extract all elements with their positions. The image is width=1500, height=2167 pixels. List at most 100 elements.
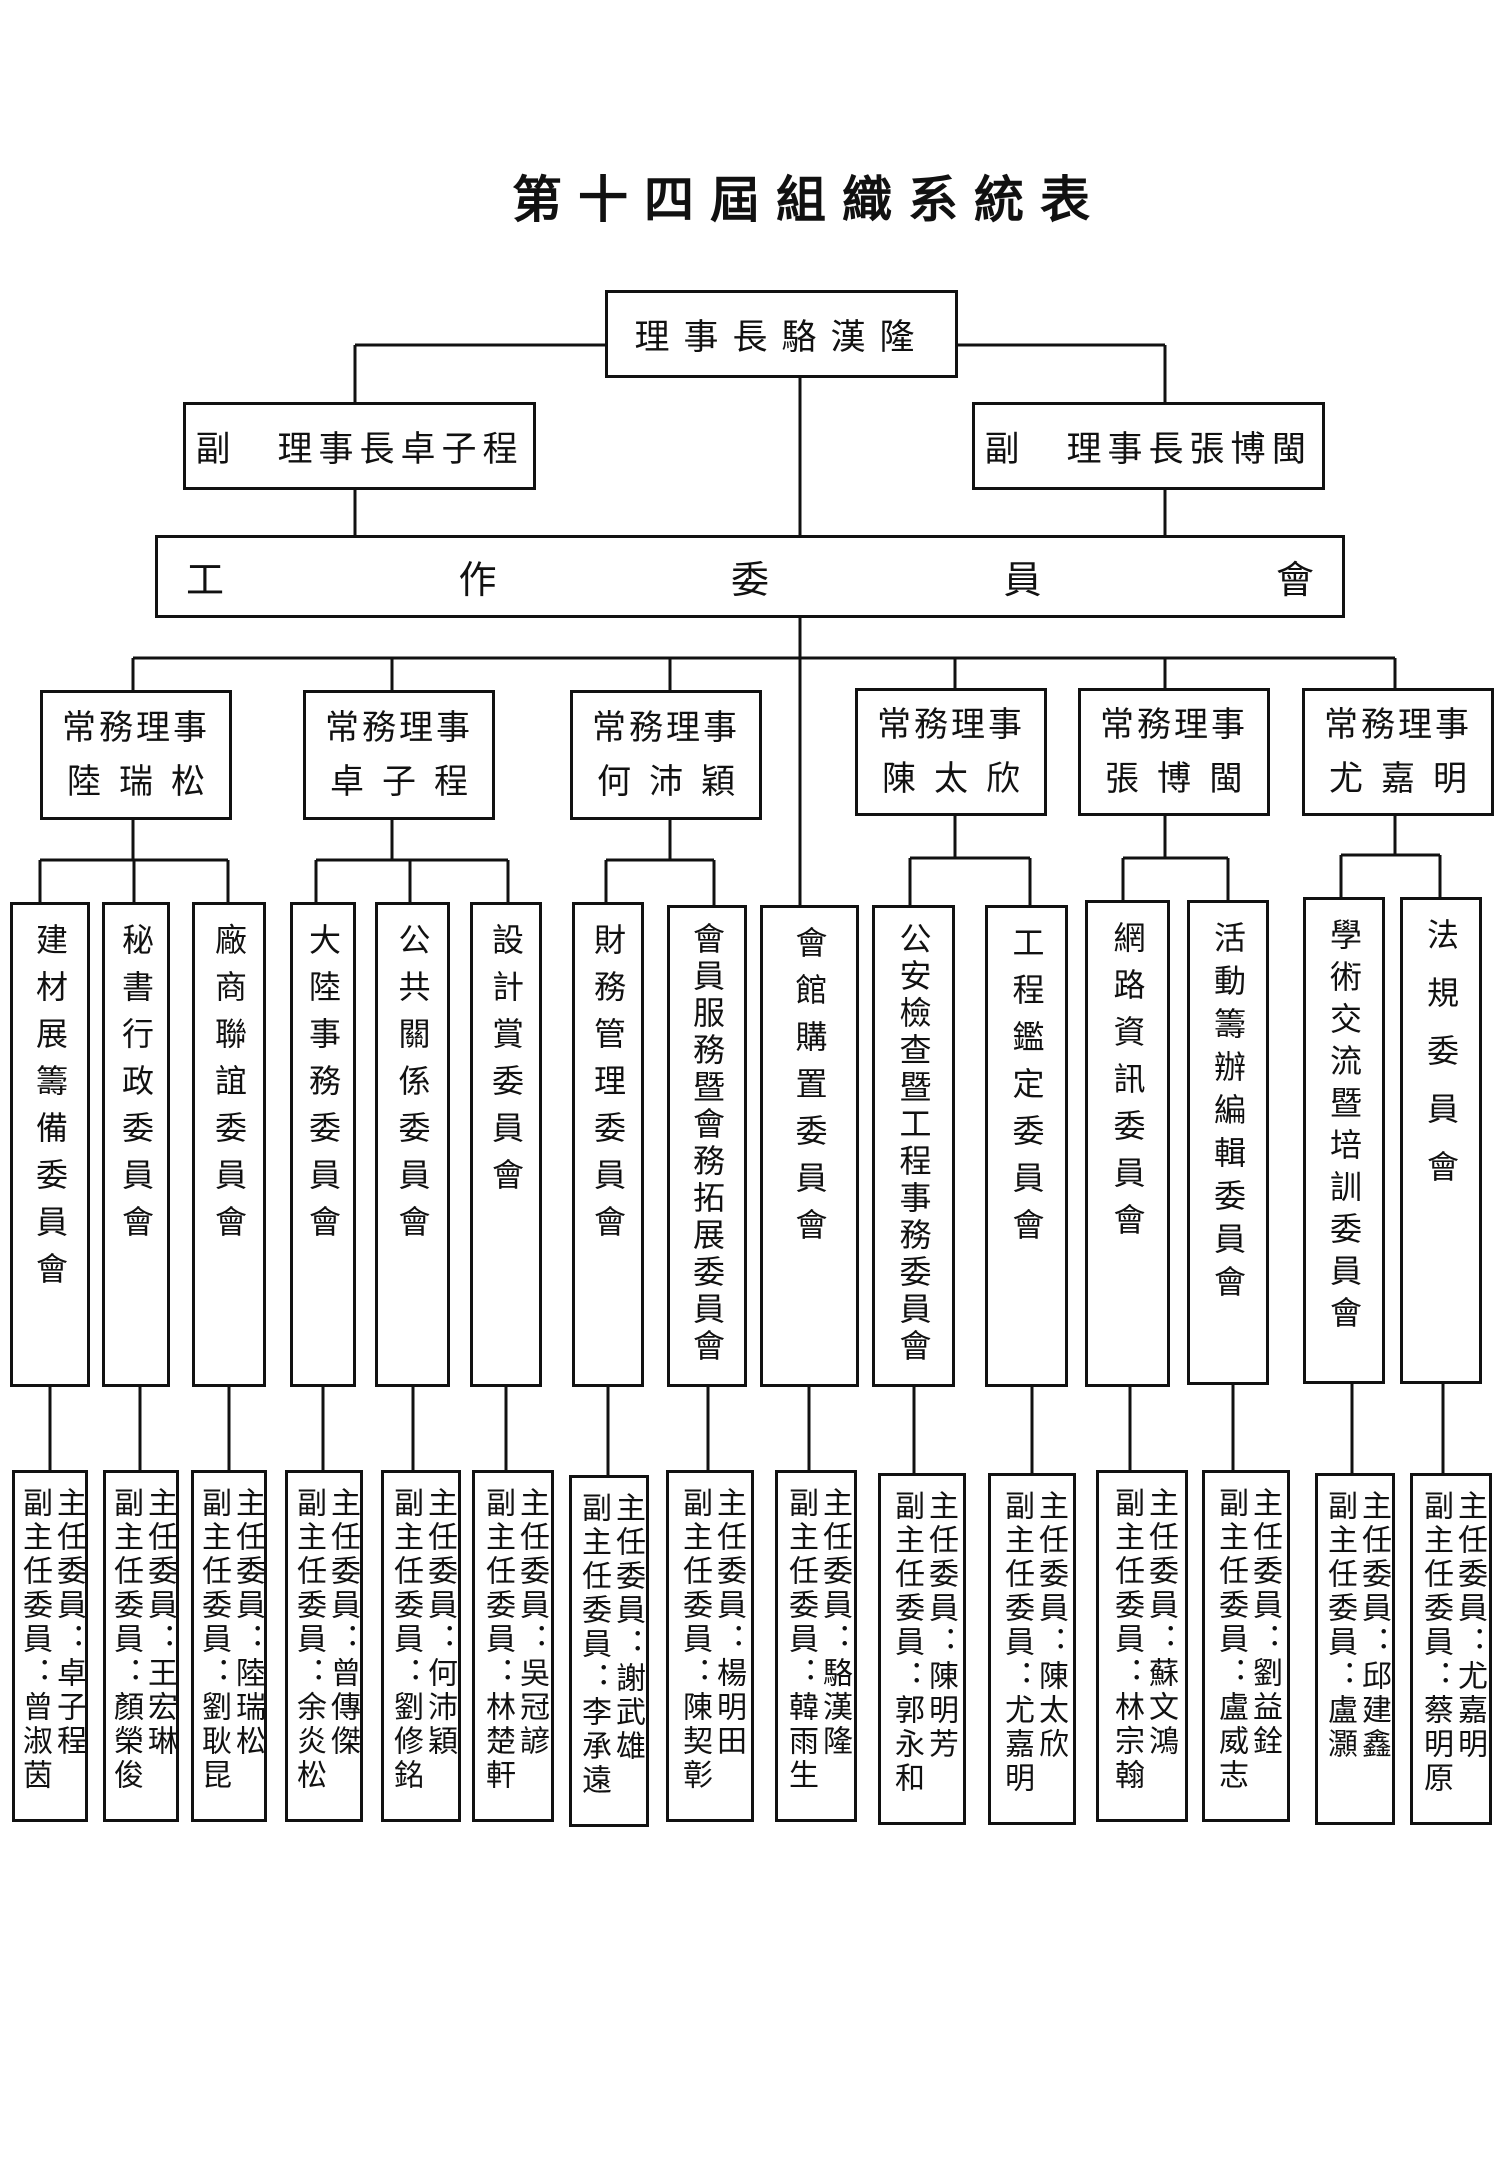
vice-title: 副主任委員： [108,1487,143,1691]
vice-title: 副主任委員： [1418,1490,1453,1694]
page-title: 第十四屆組織系統表 [512,171,1106,229]
committee-name: 設計賞委員會 [487,923,525,1205]
vice-title: 副主任委員： [480,1487,515,1691]
vice-chairman-name: 張博閩 [1189,429,1313,470]
chair-label: 主任委員：吳冠諺 [513,1487,549,1759]
chair-name: 陸瑞松 [230,1657,265,1759]
chair-name: 劉益銓 [1247,1657,1282,1759]
committee-leaders-box: 主任委員：王宏琳 副主任委員：顏榮俊 [103,1470,179,1822]
committee-name: 工程鑑定委員會 [1007,926,1046,1255]
work-committee-box: 工 作 委 員 會 [155,535,1345,618]
vice-chairman-role: 副 理事長 [984,429,1190,470]
committee-leaders-box: 主任委員：駱漢隆 副主任委員：韓雨生 [775,1470,857,1822]
vice-label: 副主任委員：劉修銘 [387,1487,423,1793]
committee-leaders-box: 主任委員：楊明田 副主任委員：陳契彰 [666,1470,754,1822]
executive-director-role: 常務理事 [325,707,473,748]
vice-label: 副主任委員：蔡明原 [1417,1490,1453,1796]
chair-title: 主任委員： [514,1487,549,1657]
vice-title: 副主任委員： [999,1490,1034,1694]
vice-label: 副主任委員：曾淑茵 [16,1487,52,1793]
committee-leaders-box: 主任委員：陳太欣 副主任委員：尤嘉明 [988,1473,1076,1825]
committee-box: 會員服務暨會務拓展委員會 [667,905,747,1387]
chair-label: 主任委員：駱漢隆 [816,1487,852,1759]
committee-name: 會員服務暨會務拓展委員會 [688,922,726,1366]
vice-name: 顏榮俊 [108,1691,143,1793]
vice-title: 副主任委員： [388,1487,423,1691]
executive-director-name: 尤嘉明 [1329,759,1485,799]
committee-leaders-box: 主任委員：陳明芳 副主任委員：郭永和 [878,1473,966,1825]
vice-name: 林楚軒 [480,1691,515,1793]
committee-leaders-box: 主任委員：劉益銓 副主任委員：盧威志 [1202,1470,1290,1822]
vice-label: 副主任委員：林宗翰 [1108,1487,1144,1793]
vice-name: 林宗翰 [1109,1691,1144,1793]
chair-title: 主任委員： [817,1487,852,1657]
vice-name: 蔡明原 [1418,1694,1453,1796]
chairman-box: 理事長駱漢隆 [605,290,958,378]
chair-name: 陳明芳 [923,1660,958,1762]
committee-name: 法規委員會 [1422,918,1460,1208]
chair-label: 主任委員：陸瑞松 [229,1487,265,1759]
chair-label: 主任委員：蘇文鴻 [1142,1487,1178,1759]
chair-label: 主任委員：尤嘉明 [1451,1490,1487,1762]
vice-title: 副主任委員： [291,1487,326,1691]
executive-director-role: 常務理事 [1324,704,1472,745]
chair-title: 主任委員： [1033,1490,1068,1660]
chair-name: 尤嘉明 [1452,1660,1487,1762]
vice-label: 副主任委員：劉耿昆 [195,1487,231,1793]
chair-title: 主任委員： [51,1487,86,1657]
chair-label: 主任委員：劉益銓 [1246,1487,1282,1759]
committee-box: 學術交流暨培訓委員會 [1303,897,1385,1384]
vice-title: 副主任委員： [677,1487,712,1691]
vice-name: 劉耿昆 [196,1691,231,1793]
chair-label: 主任委員：邱建鑫 [1355,1490,1391,1762]
chair-name: 曾傳傑 [325,1657,360,1759]
vice-label: 副主任委員：尤嘉明 [998,1490,1034,1796]
vice-title: 副主任委員： [1109,1487,1144,1691]
vice-title: 副主任委員： [1213,1487,1248,1691]
chair-label: 主任委員：何沛穎 [421,1487,457,1759]
vice-label: 副主任委員：林楚軒 [479,1487,515,1793]
committee-name: 秘書行政委員會 [117,923,155,1252]
executive-director-role: 常務理事 [62,707,210,748]
vice-name: 盧威志 [1213,1691,1248,1793]
vice-label: 副主任委員：陳契彰 [676,1487,712,1793]
work-committee-char: 會 [1275,558,1314,602]
chair-name: 邱建鑫 [1356,1660,1391,1762]
work-committee-char: 員 [1003,558,1042,602]
chair-label: 主任委員：曾傳傑 [324,1487,360,1759]
chair-title: 主任委員： [325,1487,360,1657]
chair-title: 主任委員： [610,1492,645,1662]
executive-director-box-2: 常務理事 卓子程 [303,690,495,820]
committee-leaders-box: 主任委員：尤嘉明 副主任委員：蔡明原 [1410,1473,1492,1825]
committee-name: 廠商聯誼委員會 [210,923,248,1252]
executive-director-box-6: 常務理事 尤嘉明 [1302,688,1494,816]
committee-box: 設計賞委員會 [470,902,542,1387]
executive-director-name: 陳太欣 [882,759,1038,799]
committee-box: 財務管理委員會 [572,902,644,1387]
committee-name: 建材展籌備委員會 [31,923,69,1299]
committee-leaders-box: 主任委員：謝武雄 副主任委員：李承遠 [569,1475,649,1827]
vice-chairman-role: 副 理事長 [195,429,401,470]
executive-director-role: 常務理事 [877,704,1025,745]
chair-name: 陳太欣 [1033,1660,1068,1762]
committee-name: 公共關係委員會 [393,923,432,1252]
committee-name: 會館購置委員會 [790,926,829,1255]
executive-director-box-1: 常務理事 陸瑞松 [40,690,232,820]
vice-title: 副主任委員： [1322,1490,1357,1694]
committee-box: 網路資訊委員會 [1085,900,1170,1387]
chair-title: 主任委員： [1143,1487,1178,1657]
chair-name: 駱漢隆 [817,1657,852,1759]
committee-name: 活動籌辦編輯委員會 [1209,921,1247,1308]
chair-title: 主任委員： [711,1487,746,1657]
vice-label: 副主任委員：李承遠 [575,1492,611,1798]
committee-name: 公安檢查暨工程事務委員會 [894,922,933,1366]
committee-name: 財務管理委員會 [589,923,627,1252]
committee-box: 秘書行政委員會 [102,902,170,1387]
chair-title: 主任委員： [1247,1487,1282,1657]
chair-label: 主任委員：卓子程 [50,1487,86,1759]
vice-name: 陳契彰 [677,1691,712,1793]
committee-leaders-box: 主任委員：蘇文鴻 副主任委員：林宗翰 [1096,1470,1188,1822]
vice-title: 副主任委員： [783,1487,818,1691]
